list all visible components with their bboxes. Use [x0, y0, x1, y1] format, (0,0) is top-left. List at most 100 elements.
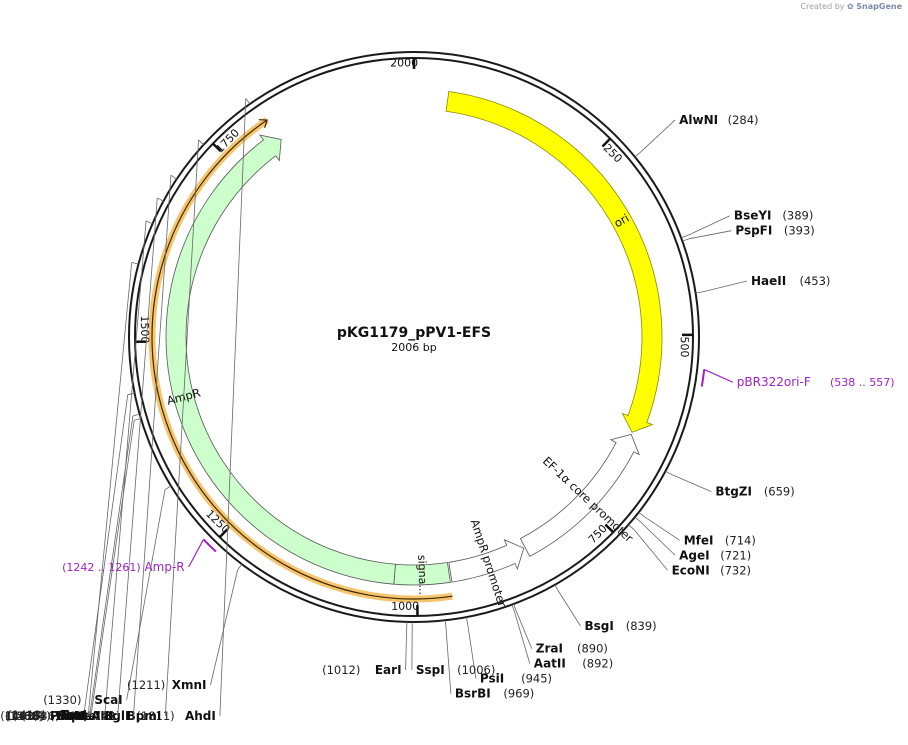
site-agei: AgeI(721): [634, 516, 751, 562]
site-name: AhdI: [185, 709, 216, 723]
site-position: (1664): [12, 709, 50, 723]
site-position: (1330): [43, 693, 81, 707]
credit-brand: SnapGene: [856, 2, 902, 11]
site-name: ZraI: [536, 642, 563, 656]
site-name: XmnI: [172, 678, 207, 692]
site-tick: [665, 470, 672, 475]
site-tick: [628, 524, 635, 530]
feature-ampr: [165, 134, 396, 585]
site-tick: [634, 152, 641, 158]
site-name: BsgI: [585, 619, 614, 633]
site-leader: [467, 623, 477, 679]
site-aatii: AatII(892): [511, 604, 613, 671]
site-position: (1413): [8, 708, 46, 722]
site-position: (714): [725, 533, 756, 547]
site-name: BseYI: [734, 209, 772, 223]
site-leader: [87, 262, 133, 717]
feature-ampr-promoter: [448, 538, 525, 583]
site-position: (1442): [0, 709, 38, 723]
tick-mark: [601, 137, 612, 148]
site-alwni: AlwNI(284): [634, 113, 759, 158]
site-leader: [671, 474, 712, 493]
site-name: PspFI: [735, 224, 772, 238]
site-leader: [89, 415, 134, 717]
primer-name: pBR322ori-F: [737, 375, 811, 389]
site-ahdi: AhdI (1811): [136, 98, 251, 723]
site-mfei: MfeI(714): [638, 511, 756, 547]
orf-highlight: [148, 117, 453, 603]
tick-label: 2000: [390, 56, 418, 69]
site-tick: [634, 516, 641, 522]
site-position: (890): [577, 642, 608, 656]
tick-label: 1500: [138, 315, 151, 343]
site-leader: [210, 569, 239, 685]
site-tick: [245, 98, 251, 105]
site-name: AgeI: [679, 548, 709, 562]
site-pvui: PvuI(1442): [0, 392, 135, 723]
site-position: (1588): [5, 709, 43, 723]
primer-range: (538 .. 557): [830, 376, 895, 389]
site-position: (453): [799, 274, 830, 288]
site-leader: [639, 521, 676, 556]
site-leader: [639, 119, 676, 153]
site-leader: [126, 489, 166, 700]
site-tick: [444, 620, 447, 628]
feature-label: signa...: [415, 555, 429, 595]
primer-range: (1242 .. 1261): [62, 561, 141, 574]
primer-leader: [188, 539, 205, 568]
site-tick: [511, 604, 515, 612]
site-bsgi: BsgI(839): [554, 584, 657, 633]
site-nmeaiii: NmeAIII(1664): [12, 197, 164, 723]
site-tick: [127, 392, 135, 396]
site-leader: [445, 627, 452, 694]
tick-mark: [218, 528, 229, 539]
site-name: BtgZI: [715, 485, 752, 499]
primer-pbr322ori-f: pBR322ori-F (538 .. 557): [700, 368, 895, 389]
site-leader: [83, 394, 129, 717]
primer-amp-r: Amp-R(1242 .. 1261): [62, 538, 217, 574]
site-leader: [557, 590, 581, 627]
site-tick: [198, 139, 204, 145]
site-tick: [554, 584, 559, 592]
site-eari: EarI(1012): [322, 621, 408, 677]
site-position: (1693): [50, 709, 88, 723]
site-tick: [682, 238, 690, 242]
site-tick: [681, 234, 688, 239]
site-leader: [644, 516, 680, 541]
site-leader: [90, 420, 135, 715]
site-bgli: BglI(1693): [50, 174, 177, 723]
plasmid-size: 2006 bp: [391, 341, 436, 354]
site-position: (732): [720, 563, 751, 577]
primers-layer: pBR322ori-F (538 .. 557) Amp-R(1242 .. 126…: [62, 368, 895, 574]
site-fspi: FspI(1588): [5, 261, 139, 723]
site-leader: [219, 98, 247, 717]
site-position: (659): [764, 485, 795, 499]
site-tick: [132, 413, 140, 417]
site-pspfi: PspFI(393): [682, 224, 815, 242]
plasmid-name: pKG1179_pPV1-EFS: [337, 325, 491, 341]
site-leader: [164, 139, 199, 717]
site-name: SspI: [416, 663, 445, 677]
orf-layer: [148, 117, 453, 603]
site-position: (1006): [457, 663, 495, 677]
snapgene-credit: Created by ✿ SnapGene: [800, 2, 902, 11]
site-position: (1811): [136, 709, 174, 723]
site-psii: PsiI(945): [465, 617, 552, 686]
backbone-outer: [128, 51, 700, 623]
tick-label: 1000: [391, 600, 419, 613]
primer-arc: [700, 369, 706, 387]
site-bseyi: BseYI(389): [681, 209, 813, 239]
site-leader: [513, 611, 531, 664]
feature-ef-1-core-promoter: [519, 433, 640, 557]
site-tick: [237, 563, 243, 570]
site-position: (1418): [6, 709, 44, 723]
site-tick: [157, 197, 164, 202]
sites-layer: AlwNI(284)BseYI(389)PspFI(393)HaeII(453)…: [0, 98, 830, 723]
site-position: (1636): [21, 709, 59, 723]
site-tick: [695, 291, 703, 294]
site-tick: [638, 511, 645, 517]
site-position: (1211): [127, 678, 165, 692]
site-name: PsiI: [480, 672, 504, 686]
site-sspi: SspI (1006): [411, 621, 495, 677]
center-label: pKG1179_pPV1-EFS 2006 bp: [337, 325, 491, 354]
